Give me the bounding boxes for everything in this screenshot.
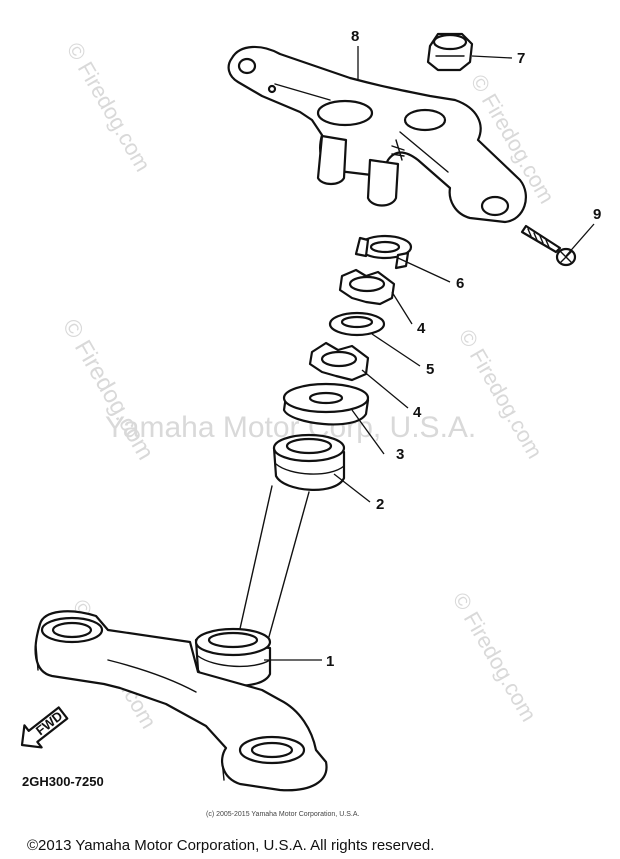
watermark-site-top: © Firedog.com [62, 38, 156, 176]
small-copyright: (c) 2005-2015 Yamaha Motor Corporation, … [206, 811, 359, 818]
callout-1: 1 [326, 653, 334, 670]
part-9-pinch-bolt[interactable] [520, 224, 577, 267]
callout-4-lower: 4 [413, 404, 422, 421]
lower-bracket[interactable] [34, 610, 328, 792]
part-6-lock-washer[interactable] [354, 234, 413, 270]
callout-3: 3 [396, 446, 404, 463]
part-5-washer[interactable] [328, 311, 386, 337]
part-7-crown-nut[interactable] [426, 32, 474, 72]
callout-6: 6 [456, 275, 464, 292]
part-1-lower-bearing[interactable] [194, 627, 272, 687]
callout-2: 2 [376, 496, 384, 513]
part-3-bearing-cover[interactable] [282, 382, 370, 426]
callout-9: 9 [593, 206, 601, 223]
part-2-upper-bearing[interactable] [272, 433, 346, 491]
leader-lines [264, 46, 595, 661]
callout-8: 8 [351, 28, 359, 45]
callouts: 8 7 9 6 4 5 4 3 2 1 [326, 28, 601, 670]
watermark-site-bottom-right: © Firedog.com [448, 588, 542, 726]
part-4-ring-nut-lower[interactable] [308, 341, 370, 382]
forward-arrow-icon: FWD [20, 706, 69, 749]
callout-4-upper: 4 [417, 320, 426, 337]
part-8-upper-bracket[interactable] [227, 45, 527, 224]
diagram-code: 2GH300-7250 [22, 774, 104, 789]
callout-7: 7 [517, 50, 525, 67]
footer-copyright: ©2013 Yamaha Motor Corporation, U.S.A. A… [27, 837, 434, 854]
part-4-ring-nut-upper[interactable] [338, 268, 396, 306]
callout-5: 5 [426, 361, 434, 378]
